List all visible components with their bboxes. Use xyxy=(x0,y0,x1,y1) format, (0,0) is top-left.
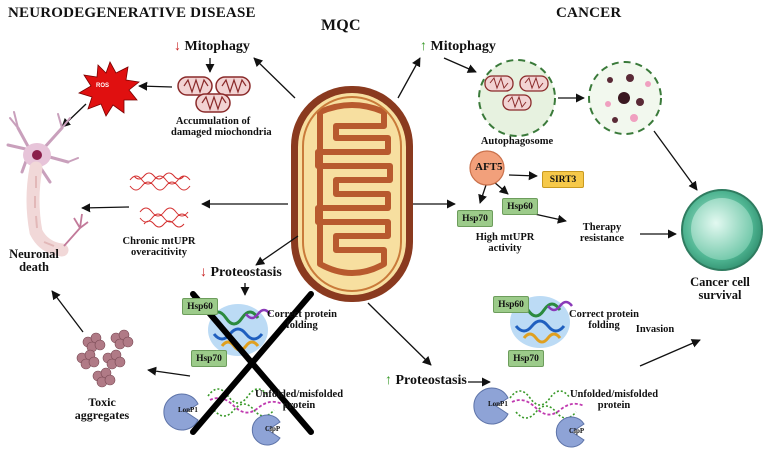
chronic-mtupr-label: Chronic mtUPR overacitivity xyxy=(122,236,196,259)
right-hsp60-box: Hsp60 xyxy=(493,296,529,313)
right-clpp-label: ClpP xyxy=(569,427,585,435)
left-correct-folding-label: Correct protein folding xyxy=(267,309,337,332)
damaged-mitochondria-icon xyxy=(177,76,251,113)
mitochondrion-icon xyxy=(291,86,413,302)
aft5-node xyxy=(469,150,505,186)
right-hsp70-box: Hsp70 xyxy=(508,350,544,367)
accumulation-label: Accumulation of damaged miochondria xyxy=(171,116,272,139)
cancer-cell-icon xyxy=(681,189,763,271)
invasion-label: Invasion xyxy=(635,324,675,335)
ros-label: ROS xyxy=(96,83,110,89)
up-arrow-icon: ↑ xyxy=(385,373,392,388)
right-clpp-pac-icon xyxy=(555,416,585,448)
left-lonp1-label: LonP1 xyxy=(178,406,198,414)
toxic-aggregates-label: Toxic aggregates xyxy=(74,395,130,422)
left-clpp-pac-icon xyxy=(251,414,281,446)
cancer-survival-label: Cancer cell survival xyxy=(690,275,750,303)
sirt3-box: SIRT3 xyxy=(542,171,584,188)
neuron-icon xyxy=(6,111,89,257)
up-arrow-icon: ↑ xyxy=(420,39,427,54)
toxic-aggregates-icon xyxy=(76,329,134,388)
right-lonp1-label: LonP1 xyxy=(488,400,508,408)
right-lonp1-pac-icon xyxy=(473,387,509,425)
left-lonp1-pac-icon xyxy=(163,393,199,431)
down-arrow-icon: ↓ xyxy=(200,265,207,280)
right-mitophagy-label: ↑ Mitophagy xyxy=(420,39,496,54)
right-unfolded-chain-icon xyxy=(509,390,585,419)
cross-out-mark xyxy=(190,291,314,435)
ros-burst-icon xyxy=(78,61,140,117)
left-clpp-label: ClpP xyxy=(265,425,281,433)
autophagosome-label: Autophagosome xyxy=(480,136,554,147)
right-hsp60-top-box: Hsp60 xyxy=(502,198,538,215)
high-mtupr-label: High mtUPR activity xyxy=(475,232,535,255)
right-correct-folding-label: Correct protein folding xyxy=(569,309,639,332)
aft5-label: AFT5 xyxy=(475,161,503,173)
right-unfolded-label: Unfolded/misfolded protein xyxy=(569,389,659,412)
therapy-resistance-label: Therapy resistance xyxy=(579,222,625,245)
autophagosome-icon xyxy=(478,59,556,137)
header-cancer: CANCER xyxy=(556,5,622,21)
header-mqc: MQC xyxy=(321,17,361,34)
left-mitophagy-label: ↓ Mitophagy xyxy=(174,39,250,54)
down-arrow-icon: ↓ xyxy=(174,39,181,54)
autolysosome-icon xyxy=(588,61,662,135)
right-proteostasis-label: ↑ Proteostasis xyxy=(385,373,467,388)
header-neurodegenerative: NEURODEGENERATIVE DISEASE xyxy=(8,5,256,21)
left-hsp70-box: Hsp70 xyxy=(191,350,227,367)
neuronal-death-label: Neuronal death xyxy=(9,247,59,275)
left-unfolded-label: Unfolded/misfolded protein xyxy=(254,389,344,412)
right-hsp70-top-box: Hsp70 xyxy=(457,210,493,227)
tangled-proteins-icon xyxy=(129,172,191,228)
left-hsp60-box: Hsp60 xyxy=(182,298,218,315)
left-proteostasis-label: ↓ Proteostasis xyxy=(200,265,282,280)
